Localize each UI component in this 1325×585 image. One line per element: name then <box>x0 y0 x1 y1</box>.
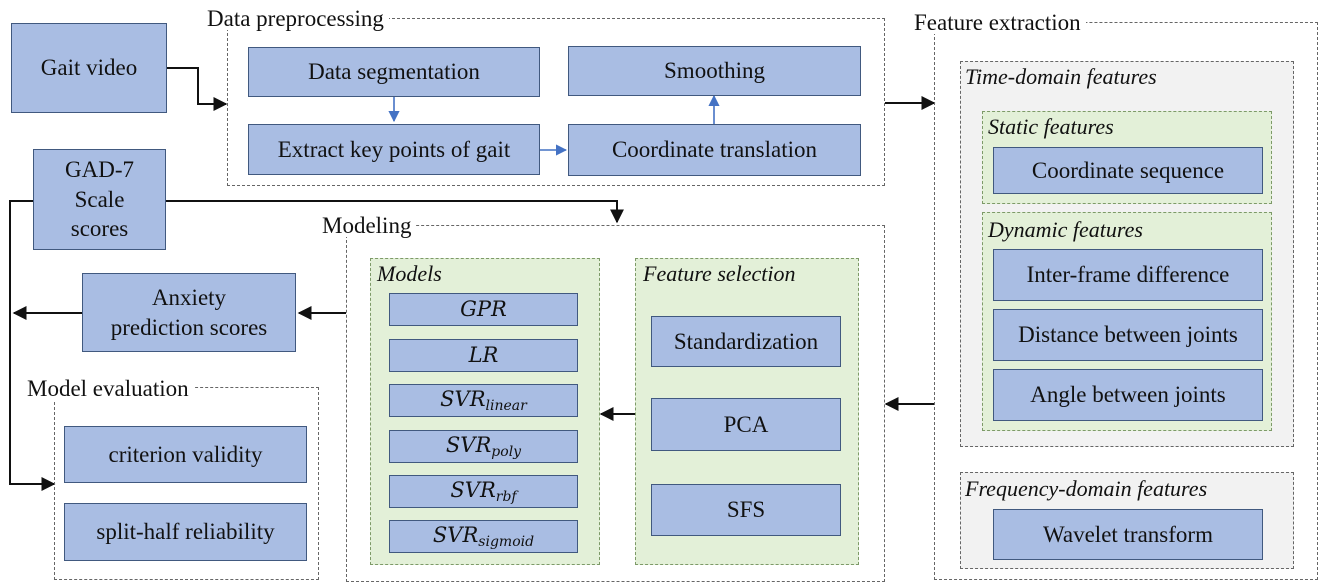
standardization-box: Standardization <box>651 316 841 367</box>
model-svr-sigmoid-label: SVRsigmoid <box>432 522 535 550</box>
pca-box: PCA <box>651 398 841 451</box>
feature-selection-title: Feature selection <box>643 261 796 286</box>
preprocessing-title: Data preprocessing <box>202 7 389 30</box>
data-segmentation-box: Data segmentation <box>248 47 540 97</box>
gait-video-box: Gait video <box>11 23 167 113</box>
inter-frame-difference-box: Inter-frame difference <box>993 249 1263 301</box>
dynamic-features-title: Dynamic features <box>988 217 1143 242</box>
evaluation-title: Model evaluation <box>22 377 194 400</box>
extract-key-points-box: Extract key points of gait <box>248 124 540 175</box>
distance-between-joints-box: Distance between joints <box>993 309 1263 361</box>
model-svr-poly-label: SVRpoly <box>445 432 522 460</box>
sfs-box: SFS <box>651 484 841 536</box>
model-gpr-label: GPR <box>460 296 507 321</box>
models-title: Models <box>377 261 442 286</box>
arrow-video-to-preprocessing <box>167 67 228 111</box>
split-half-reliability-box: split-half reliability <box>64 503 307 561</box>
criterion-validity-box: criterion validity <box>64 426 307 483</box>
anxiety-prediction-box: Anxiety prediction scores <box>82 273 296 352</box>
model-svr-rbf-label: SVRrbf <box>450 477 517 505</box>
modeling-panel <box>346 225 885 582</box>
time-domain-title: Time-domain features <box>965 64 1157 89</box>
model-svr-linear-label: SVRlinear <box>440 386 527 414</box>
model-lr-box: LR <box>389 339 578 372</box>
model-svr-linear-box: SVRlinear <box>389 384 578 417</box>
preprocessing-panel <box>227 18 885 186</box>
static-features-title: Static features <box>988 114 1114 139</box>
coordinate-translation-box: Coordinate translation <box>568 124 861 176</box>
model-svr-poly-box: SVRpoly <box>389 430 578 463</box>
coordinate-sequence-box: Coordinate sequence <box>993 147 1263 194</box>
feature-extraction-title: Feature extraction <box>909 11 1086 34</box>
gad7-scores-box: GAD-7 Scale scores <box>33 149 166 250</box>
modeling-title: Modeling <box>317 214 417 237</box>
angle-between-joints-box: Angle between joints <box>993 369 1263 421</box>
model-svr-sigmoid-box: SVRsigmoid <box>389 520 578 553</box>
frequency-domain-title: Frequency-domain features <box>965 476 1208 501</box>
model-svr-rbf-box: SVRrbf <box>389 475 578 508</box>
model-lr-label: LR <box>468 342 499 367</box>
feature-extraction-panel <box>934 22 1318 580</box>
model-gpr-box: GPR <box>389 293 578 326</box>
smoothing-box: Smoothing <box>568 46 861 96</box>
wavelet-transform-box: Wavelet transform <box>993 509 1263 560</box>
